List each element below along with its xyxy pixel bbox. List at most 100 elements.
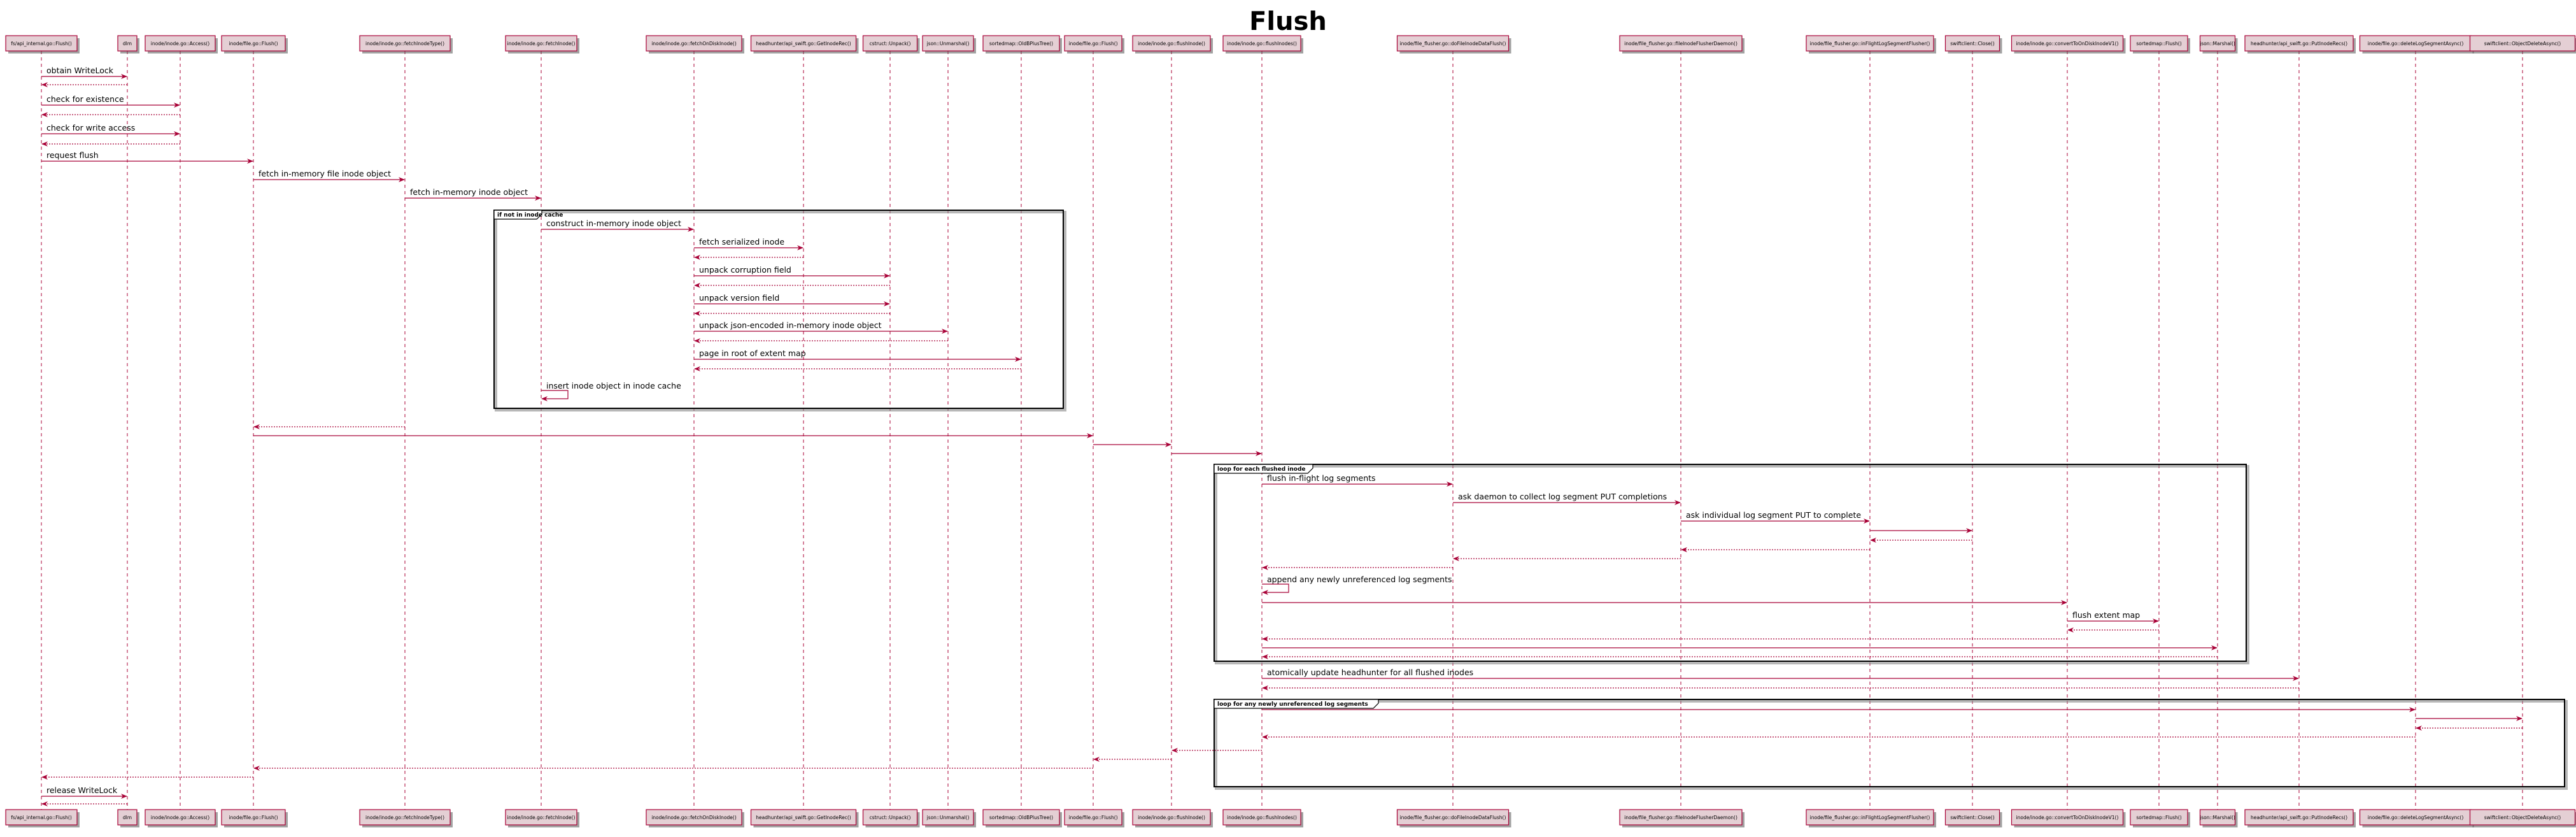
- participant-bottom: inode/inode.go::convertToOnDiskInodeV1(): [2011, 809, 2126, 827]
- message-label: flush extent map: [2072, 610, 2140, 620]
- participant-label: inode/file_flusher.go::doFileInodeDataFl…: [1400, 41, 1506, 46]
- combined-fragment: loop for any newly unreferenced log segm…: [1214, 699, 2568, 790]
- message-label: append any newly unreferenced log segmen…: [1267, 575, 1452, 584]
- participant-label: inode/inode.go::fetchInodeType(): [365, 41, 444, 46]
- participant-label: inode/file.go::deleteLogSegmentAsync(): [2368, 41, 2464, 46]
- diagram-title: Flush: [1249, 7, 1327, 36]
- participant-top: inode/inode.go::flushInodes(): [1222, 35, 1303, 54]
- participant-label: sortedmap::Flush(): [2136, 41, 2181, 46]
- participant-bottom: inode/file_flusher.go::fileInodeFlusherD…: [1619, 809, 1744, 827]
- participant-bottom: dlm: [117, 809, 139, 827]
- participant-top: inode/file.go::deleteLogSegmentAsync(): [2359, 35, 2474, 54]
- participant-bottom: inode/file.go::deleteLogSegmentAsync(): [2359, 809, 2474, 827]
- participant-label: dlm: [123, 41, 132, 46]
- participant-label: inode/inode.go::fetchOnDiskInode(): [651, 815, 737, 820]
- participant-label: inode/file_flusher.go::inFlightLogSegmen…: [1810, 815, 1930, 820]
- participant-bottom: inode/inode.go::flushInode(): [1132, 809, 1213, 827]
- participant-label: swiftclient::ObjectDeleteAsync(): [2484, 815, 2561, 820]
- participant-label: swiftclient::ObjectDeleteAsync(): [2484, 41, 2561, 46]
- participant-bottom: cstruct::Unpack(): [862, 809, 920, 827]
- participant-bottom: inode/inode.go::fetchOnDiskInode(): [646, 809, 744, 827]
- participant-label: json::Unmarshal(): [926, 815, 970, 820]
- participant-bottom: sortedmap::Flush(): [2130, 809, 2190, 827]
- participant-label: headhunter/api_swift.go::GetInodeRec(): [756, 41, 851, 46]
- participant-top: inode/inode.go::convertToOnDiskInodeV1(): [2011, 35, 2126, 54]
- participant-label: headhunter/api_swift.go::GetInodeRec(): [756, 815, 851, 820]
- participant-top: inode/inode.go::fetchInodeType(): [359, 35, 453, 54]
- participant-label: inode/inode.go::Access(): [151, 815, 210, 820]
- message-label: unpack corruption field: [699, 265, 791, 275]
- participant-top: inode/inode.go::Access(): [145, 35, 218, 54]
- participant-label: inode/file.go::Flush(): [1068, 815, 1117, 820]
- participant-bottom: json::Unmarshal(): [922, 809, 976, 827]
- participants: fs/api_internal.go::Flush()fs/api_intern…: [5, 35, 2576, 827]
- participant-bottom: inode/file.go::Flush(): [1064, 809, 1124, 827]
- combined-fragment: if not in inode cache: [493, 210, 1066, 411]
- participant-bottom: inode/inode.go::Access(): [145, 809, 218, 827]
- participant-bottom: inode/file_flusher.go::inFlightLogSegmen…: [1806, 809, 1936, 827]
- participant-label: fs/api_internal.go::Flush(): [11, 41, 72, 46]
- participant-bottom: swiftclient::Close(): [1944, 809, 2002, 827]
- participant-top: swiftclient::ObjectDeleteAsync(): [2469, 35, 2576, 54]
- fragment-label: loop for any newly unreferenced log segm…: [1217, 701, 1368, 708]
- participant-label: inode/file_flusher.go::fileInodeFlusherD…: [1624, 41, 1737, 46]
- participant-top: inode/file_flusher.go::doFileInodeDataFl…: [1396, 35, 1511, 54]
- self-message-arrow: [1262, 583, 1289, 593]
- participant-top: headhunter/api_swift.go::PutInodeRecs(): [2244, 35, 2356, 54]
- participant-top: fs/api_internal.go::Flush(): [5, 35, 80, 54]
- participant-bottom: inode/inode.go::flushInodes(): [1222, 809, 1303, 827]
- participant-bottom: swiftclient::ObjectDeleteAsync(): [2469, 809, 2576, 827]
- participant-label: inode/file.go::deleteLogSegmentAsync(): [2368, 815, 2464, 820]
- participant-top: json::Unmarshal(): [922, 35, 976, 54]
- message-label: unpack json-encoded in-memory inode obje…: [699, 320, 882, 330]
- message-label: request flush: [46, 150, 99, 160]
- participant-label: inode/file.go::Flush(): [229, 41, 278, 46]
- participant-label: json::Marshal(): [2199, 815, 2235, 820]
- participant-top: json::Marshal(): [2199, 35, 2238, 54]
- participant-bottom: headhunter/api_swift.go::PutInodeRecs(): [2244, 809, 2356, 827]
- participant-bottom: json::Marshal(): [2199, 809, 2238, 827]
- participant-label: inode/file.go::Flush(): [1068, 41, 1117, 46]
- participant-label: headhunter/api_swift.go::PutInodeRecs(): [2251, 41, 2347, 46]
- participant-label: cstruct::Unpack(): [870, 41, 911, 46]
- message-label: unpack version field: [699, 293, 779, 303]
- participant-top: inode/inode.go::fetchOnDiskInode(): [646, 35, 744, 54]
- participant-top: inode/file_flusher.go::fileInodeFlusherD…: [1619, 35, 1744, 54]
- participant-label: fs/api_internal.go::Flush(): [11, 815, 72, 820]
- fragment-label: loop for each flushed inode: [1217, 466, 1306, 473]
- participant-label: cstruct::Unpack(): [870, 815, 911, 820]
- participant-top: cstruct::Unpack(): [862, 35, 920, 54]
- participant-top: headhunter/api_swift.go::GetInodeRec(): [750, 35, 859, 54]
- combined-fragment: loop for each flushed inode: [1214, 464, 2249, 664]
- message-label: fetch in-memory inode object: [410, 187, 528, 197]
- message-label: ask daemon to collect log segment PUT co…: [1458, 492, 1667, 501]
- participant-bottom: inode/inode.go::fetchInode(): [505, 809, 579, 827]
- participant-label: dlm: [123, 815, 132, 820]
- participant-top: inode/file.go::Flush(): [221, 35, 288, 54]
- participant-label: swiftclient::Close(): [1950, 41, 1995, 46]
- participant-bottom: inode/file.go::Flush(): [221, 809, 288, 827]
- participant-label: inode/file_flusher.go::inFlightLogSegmen…: [1810, 41, 1930, 46]
- participant-top: sortedmap::OldBPlusTree(): [982, 35, 1062, 54]
- message-label: fetch serialized inode: [699, 237, 784, 247]
- participant-top: inode/file_flusher.go::inFlightLogSegmen…: [1806, 35, 1936, 54]
- participant-bottom: headhunter/api_swift.go::GetInodeRec(): [750, 809, 859, 827]
- participant-label: inode/inode.go::flushInode(): [1138, 41, 1205, 46]
- participant-label: inode/inode.go::convertToOnDiskInodeV1(): [2016, 41, 2119, 46]
- participant-label: json::Marshal(): [2199, 41, 2235, 46]
- message-label: obtain WriteLock: [46, 66, 114, 75]
- participant-label: inode/inode.go::fetchOnDiskInode(): [651, 41, 737, 46]
- participant-top: inode/inode.go::fetchInode(): [505, 35, 579, 54]
- lifelines: [41, 51, 2523, 810]
- participant-top: swiftclient::Close(): [1944, 35, 2002, 54]
- participant-label: headhunter/api_swift.go::PutInodeRecs(): [2251, 815, 2347, 820]
- participant-label: inode/inode.go::Access(): [151, 41, 210, 46]
- participant-top: inode/file.go::Flush(): [1064, 35, 1124, 54]
- participant-top: dlm: [117, 35, 139, 54]
- frames: if not in inode cache loop for each flush…: [493, 210, 2568, 790]
- participant-bottom: fs/api_internal.go::Flush(): [5, 809, 80, 827]
- participant-label: inode/inode.go::flushInodes(): [1227, 815, 1297, 820]
- message-label: atomically update headhunter for all flu…: [1267, 668, 1473, 677]
